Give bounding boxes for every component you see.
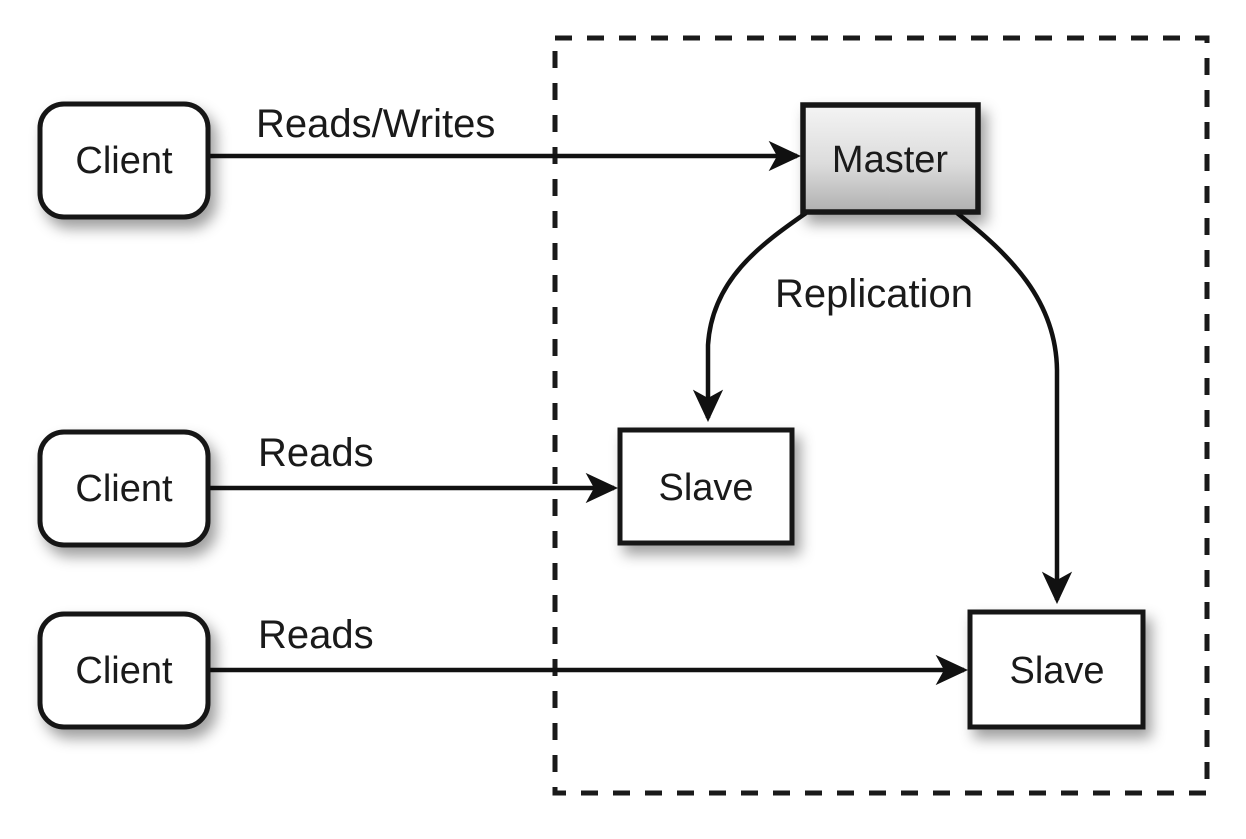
edge-label-reads-1: Reads	[258, 431, 374, 475]
slave-1-box[interactable]	[617, 427, 795, 546]
master-box[interactable]	[800, 102, 981, 215]
client-2-box[interactable]	[37, 429, 211, 548]
edge-label-replication: Replication	[775, 272, 973, 316]
database-cluster-boundary	[552, 35, 1210, 796]
edge-label-reads-writes: Reads/Writes	[256, 102, 495, 146]
node-slave-1[interactable]: Slave	[617, 427, 795, 546]
edge-master-to-slave2	[955, 211, 1073, 605]
node-master[interactable]: Master	[800, 102, 981, 215]
client-3-label: Client	[75, 650, 173, 692]
client-2-label: Client	[75, 468, 173, 510]
client-1-label: Client	[75, 140, 173, 182]
node-client-1[interactable]: Client	[37, 101, 211, 220]
client-1-box[interactable]	[37, 101, 211, 220]
slave-1-label: Slave	[658, 467, 753, 509]
node-client-2[interactable]: Client	[37, 429, 211, 548]
edge-label-reads-2: Reads	[258, 613, 374, 657]
slave-2-label: Slave	[1009, 650, 1104, 692]
edge-master-to-slave1	[692, 211, 808, 423]
master-label: Master	[832, 139, 948, 181]
client-3-box[interactable]	[37, 611, 211, 730]
node-client-3[interactable]: Client	[37, 611, 211, 730]
slave-2-box[interactable]	[967, 609, 1146, 730]
node-slave-2[interactable]: Slave	[967, 609, 1146, 730]
